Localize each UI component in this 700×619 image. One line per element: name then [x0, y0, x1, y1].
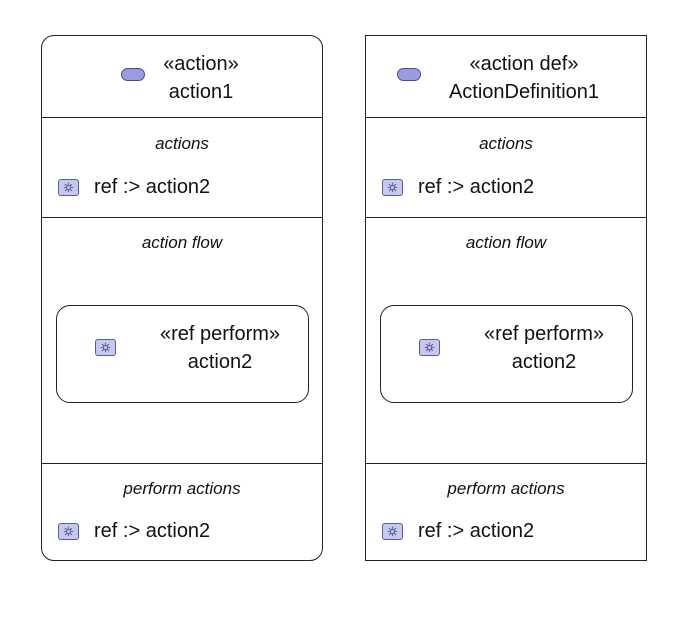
gear-icon: [419, 339, 440, 356]
inner-stereotype: «ref perform»: [159, 323, 281, 345]
gear-icon: [95, 339, 116, 356]
node-header: «action def» ActionDefinition1: [366, 36, 646, 118]
ref-perform-node[interactable]: «ref perform» action2: [56, 305, 309, 403]
compartment-title: action flow: [141, 233, 223, 252]
perform-actions-compartment: perform actions ref :> action2: [42, 464, 322, 560]
item-label: ref :> action2: [94, 519, 211, 542]
node-stereotype: «action»: [163, 53, 239, 75]
compartment-item[interactable]: ref :> action2: [58, 174, 210, 200]
gear-icon: [382, 522, 403, 540]
node-name: action1: [168, 81, 234, 103]
compartment-item[interactable]: ref :> action2: [382, 174, 534, 200]
actions-compartment: actions ref :> action2: [42, 118, 322, 218]
inner-name: action2: [187, 351, 253, 373]
node-name: ActionDefinition1: [448, 81, 600, 103]
compartment-title: perform actions: [447, 479, 565, 498]
compartment-item[interactable]: ref :> action2: [382, 518, 534, 544]
gear-icon: [58, 178, 79, 196]
gear-icon: [58, 522, 79, 540]
item-label: ref :> action2: [418, 175, 535, 198]
item-label: ref :> action2: [94, 175, 211, 198]
node-stereotype: «action def»: [469, 53, 579, 75]
compartment-title: actions: [155, 134, 209, 153]
action-flow-compartment: action flow «ref perform» action2: [42, 218, 322, 464]
inner-stereotype: «ref perform»: [483, 323, 605, 345]
action1-node[interactable]: «action» action1 actions ref :> action2 …: [41, 35, 323, 561]
node-header: «action» action1: [42, 36, 322, 118]
action-definition-icon: [397, 68, 421, 81]
inner-name: action2: [511, 351, 577, 373]
compartment-item[interactable]: ref :> action2: [58, 518, 210, 544]
action-definition-node[interactable]: «action def» ActionDefinition1 actions r…: [365, 35, 647, 561]
actions-compartment: actions ref :> action2: [366, 118, 646, 218]
gear-icon: [382, 178, 403, 196]
compartment-title: action flow: [465, 233, 547, 252]
ref-perform-node[interactable]: «ref perform» action2: [380, 305, 633, 403]
action-usage-icon: [121, 68, 145, 81]
perform-actions-compartment: perform actions ref :> action2: [366, 464, 646, 560]
compartment-title: perform actions: [123, 479, 241, 498]
compartment-title: actions: [479, 134, 533, 153]
action-flow-compartment: action flow «ref perform» action2: [366, 218, 646, 464]
item-label: ref :> action2: [418, 519, 535, 542]
